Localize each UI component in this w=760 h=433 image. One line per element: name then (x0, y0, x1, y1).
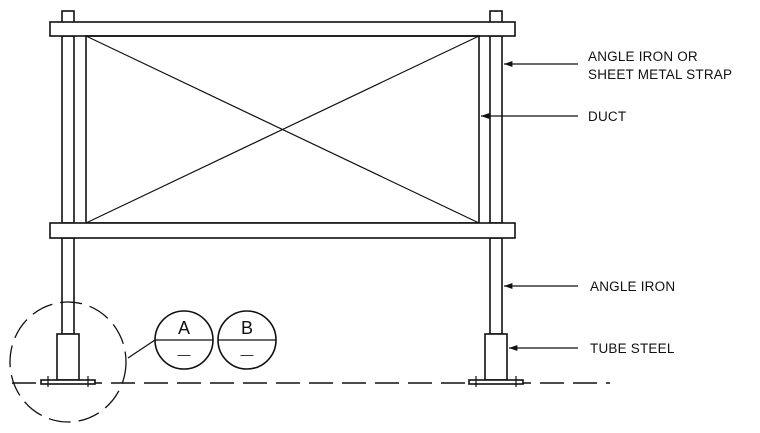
left-post (61, 10, 75, 335)
top-strap (49, 21, 516, 37)
detail-leader (127, 339, 156, 359)
label-angle-iron: ANGLE IRON (590, 279, 675, 294)
detail-tag-a-label: A (178, 318, 190, 338)
duct (85, 35, 480, 224)
detail-tag-b-sheet: — (241, 347, 254, 362)
detail-tag-a: A — (154, 310, 214, 370)
bottom-angle-iron (49, 222, 516, 239)
label-angle-iron-or: ANGLE IRON OR (588, 49, 698, 64)
right-tube-steel (468, 333, 524, 387)
detail-tag-a-sheet: — (178, 347, 191, 362)
detail-circle (9, 301, 127, 423)
left-tube-steel (40, 333, 96, 387)
right-post (489, 10, 503, 335)
detail-tag-b: B — (217, 310, 277, 370)
label-tube-steel: TUBE STEEL (590, 341, 675, 356)
label-duct: DUCT (588, 109, 626, 124)
detail-tag-b-label: B (241, 318, 253, 338)
label-sheet-metal-strap: SHEET METAL STRAP (588, 67, 732, 82)
